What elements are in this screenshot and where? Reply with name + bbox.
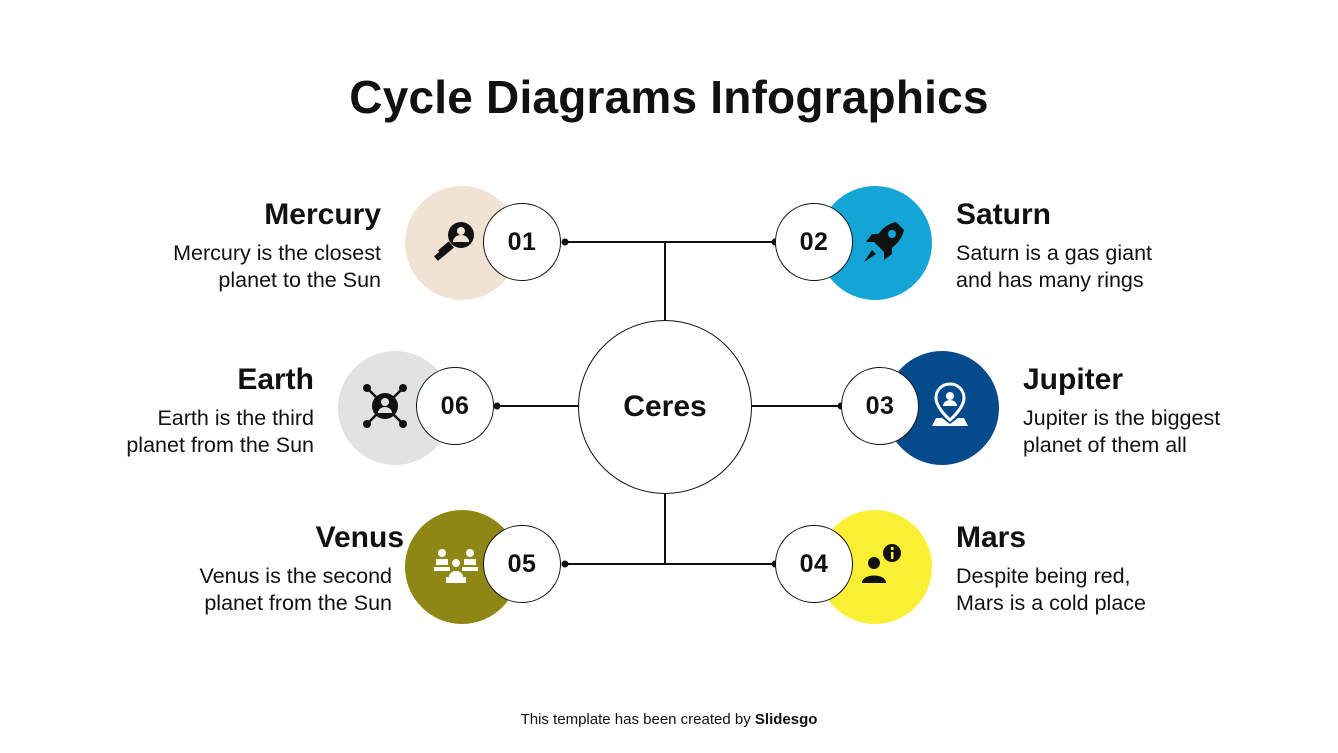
item-desc-line1: Venus is the second xyxy=(199,564,392,588)
center-circle: Ceres xyxy=(578,320,752,494)
page-title: Cycle Diagrams Infographics xyxy=(349,71,989,123)
step-number-02: 02 xyxy=(775,203,853,281)
step-number-04: 04 xyxy=(775,525,853,603)
item-title: Venus xyxy=(315,521,404,554)
item-title: Mercury xyxy=(264,198,381,231)
item-desc-line2: planet from the Sun xyxy=(204,591,392,615)
footer-brand[interactable]: Slidesgo xyxy=(754,711,818,728)
item-desc-line1: Saturn is a gas giant xyxy=(956,241,1153,265)
item-desc-line2: planet to the Sun xyxy=(218,268,381,292)
network-person-icon xyxy=(363,384,407,428)
item-title: Earth xyxy=(237,363,314,396)
team-people-icon xyxy=(434,549,478,583)
item-desc-line2: planet of them all xyxy=(1023,433,1187,457)
venus-text: Venus Venus is the second planet from th… xyxy=(62,521,404,617)
item-desc-line2: planet from the Sun xyxy=(126,433,314,457)
rocket-icon xyxy=(864,222,904,262)
item-desc-line2: Mars is a cold place xyxy=(956,591,1146,615)
item-title: Saturn xyxy=(956,198,1052,231)
step-number-01: 01 xyxy=(483,203,561,281)
jupiter-text: Jupiter Jupiter is the biggest planet of… xyxy=(1023,363,1323,459)
item-desc-line1: Despite being red, xyxy=(956,564,1131,588)
center-label: Ceres xyxy=(623,390,707,423)
step-number-05: 05 xyxy=(483,525,561,603)
item-desc-line1: Jupiter is the biggest xyxy=(1023,406,1221,430)
footer-prefix: This template has been created by xyxy=(520,711,755,728)
mercury-text: Mercury Mercury is the closest planet to… xyxy=(51,198,381,294)
location-pin-person-icon xyxy=(932,382,968,426)
footer-credit: This template has been created by Slides… xyxy=(0,711,1338,728)
mars-text: Mars Despite being red, Mars is a cold p… xyxy=(956,521,1286,617)
step-number-06: 06 xyxy=(416,367,494,445)
telescope-person-icon xyxy=(434,222,474,261)
item-title: Mars xyxy=(956,521,1027,554)
earth-text: Earth Earth is the third planet from the… xyxy=(0,363,314,459)
item-desc-line1: Mercury is the closest xyxy=(173,241,381,265)
item-title: Jupiter xyxy=(1023,363,1124,396)
step-number-03: 03 xyxy=(841,367,919,445)
item-desc-line1: Earth is the third xyxy=(157,406,314,430)
saturn-text: Saturn Saturn is a gas giant and has man… xyxy=(956,198,1286,294)
person-info-icon xyxy=(862,544,901,583)
item-desc-line2: and has many rings xyxy=(956,268,1144,292)
